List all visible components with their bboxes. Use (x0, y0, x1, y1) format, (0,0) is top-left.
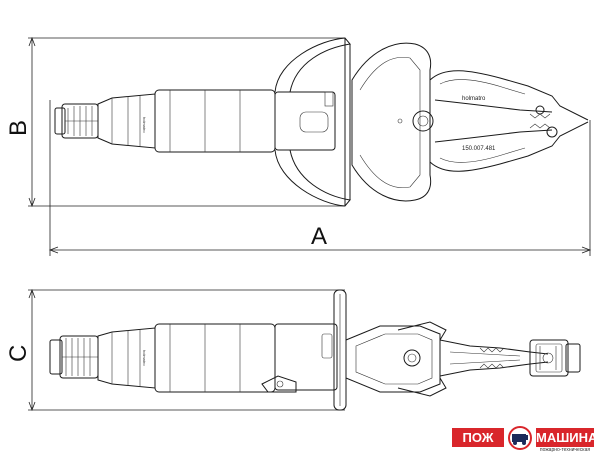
grip-side: holmatro (97, 327, 156, 389)
dimension-b: B (5, 36, 345, 208)
lower-arm-top: 150.007.481 (429, 105, 589, 172)
head-top (351, 42, 434, 202)
grip-top: holmatro (97, 93, 156, 149)
logo-left-text: ПОЖ (452, 428, 504, 447)
connector-side (49, 335, 99, 379)
connector-top (54, 103, 99, 139)
cylinder-top (154, 89, 336, 153)
fire-truck-icon (508, 426, 532, 450)
upper-arm-top: holmatro (429, 70, 589, 121)
part-number-top: 150.007.481 (462, 146, 496, 152)
dimension-c-label: C (5, 345, 32, 362)
dimension-b-label: B (5, 120, 32, 136)
cylinder-side (154, 323, 338, 393)
pivot-bolt-top (412, 110, 434, 132)
dimension-c: C (5, 288, 345, 412)
arms-side (439, 339, 549, 377)
tool-side-view: holmatro (49, 289, 581, 411)
pozhmashina-logo: ПОЖ МАШИНА пожарно-техническая (452, 426, 598, 454)
handle-text-top: holmatro (142, 117, 147, 133)
brand-label-top: holmatro (462, 96, 486, 102)
tips-side (529, 339, 581, 377)
logo-right-text: МАШИНА (536, 428, 598, 447)
head-side (345, 321, 447, 397)
trigger-side (261, 375, 297, 393)
dimension-a-label: A (311, 223, 327, 250)
tool-top-view: holmatro (54, 37, 589, 207)
logo-tagline: пожарно-техническая (539, 447, 591, 453)
jaw-teeth-top (529, 113, 551, 129)
handle-text-bottom: holmatro (142, 350, 147, 366)
carry-handle-top (274, 37, 351, 207)
dimension-a: A (48, 100, 592, 256)
carry-handle-side (333, 289, 347, 411)
